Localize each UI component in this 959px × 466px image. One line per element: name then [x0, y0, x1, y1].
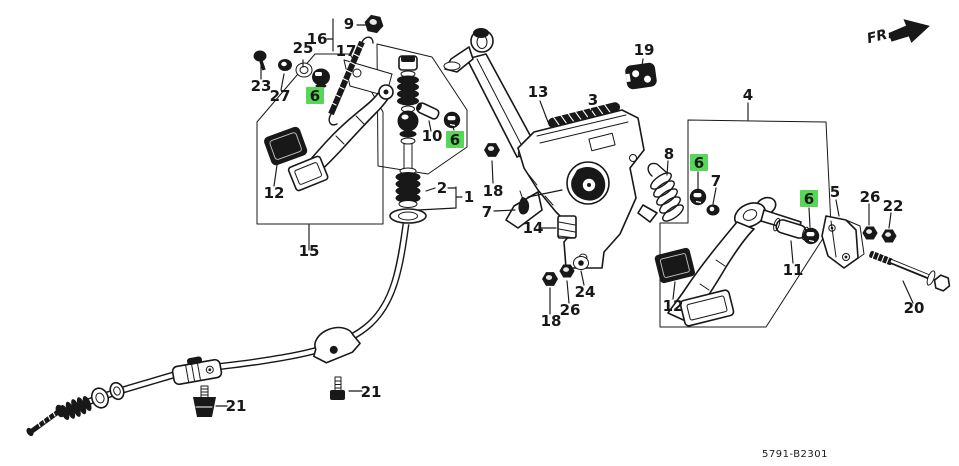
- cable-clamp: [312, 326, 361, 364]
- callout-25: 25: [293, 39, 314, 57]
- callout-18-top: 18: [483, 182, 504, 200]
- washer-7-right: [706, 204, 720, 216]
- nut-26-right: [862, 226, 878, 240]
- callout-13: 13: [528, 83, 549, 101]
- pedal-pad-right: [654, 247, 696, 284]
- leader-lines: [215, 18, 914, 407]
- pedal-pad-left: [264, 126, 308, 166]
- brake-pedal-assembly: [654, 196, 809, 327]
- callout-8: 8: [664, 145, 674, 163]
- callout-12-right: 12: [663, 297, 684, 315]
- pedal-plate-left: [287, 155, 329, 192]
- shift-cable: [26, 223, 410, 437]
- callout-10: 10: [422, 127, 443, 145]
- grooved-rod-3: [547, 102, 621, 128]
- nut-6-c: [689, 188, 707, 206]
- callout-26-mid: 26: [560, 301, 581, 319]
- callout-6-c: 6: [694, 154, 704, 172]
- group-box-15: [256, 53, 384, 225]
- callout-19: 19: [634, 41, 655, 59]
- bolt-23: [253, 50, 267, 71]
- callout-26-right: 26: [860, 188, 881, 206]
- callout-7-right: 7: [711, 172, 721, 190]
- washer-25: [295, 62, 313, 78]
- pedal-bracket-5: [821, 215, 865, 269]
- pin-10: [415, 102, 440, 120]
- lock-nut-9: [362, 13, 386, 35]
- detail-callout-box: [376, 43, 468, 175]
- callout-27: 27: [270, 87, 291, 105]
- fr-label: FR.: [865, 25, 894, 47]
- bolt-20: [869, 251, 951, 292]
- nut-18-bottom: [542, 272, 558, 286]
- nut-6-d: [802, 227, 820, 245]
- cable-ring-a: [90, 387, 110, 409]
- highlight-6-b: [446, 131, 464, 148]
- fr-direction-indicator: FR.: [865, 19, 930, 47]
- highlight-6-d: [800, 190, 818, 207]
- callout-5: 5: [830, 183, 840, 201]
- group-box-4: [659, 119, 832, 328]
- pedal-plate-right: [679, 289, 735, 327]
- cone-valve-7: [518, 190, 530, 215]
- switch-19: [625, 62, 657, 90]
- callout-3: 3: [588, 91, 598, 109]
- callout-labels: 9 16 17 25 23 27 6 12 15 10 6 2 1 18 7 1…: [226, 15, 925, 415]
- callout-6-d: 6: [804, 190, 814, 208]
- nut-6-b: [443, 111, 461, 129]
- shift-rod-detail: [397, 55, 419, 172]
- highlight-6-a: [306, 87, 324, 104]
- callout-17: 17: [336, 42, 357, 60]
- cable-boot-2: [389, 167, 427, 224]
- callout-6-b: 6: [450, 131, 460, 149]
- callout-4: 4: [743, 86, 753, 104]
- callout-21-left: 21: [226, 397, 247, 415]
- nut-18-top: [484, 143, 500, 157]
- nut-22: [881, 229, 897, 243]
- callout-15: 15: [299, 242, 320, 260]
- callout-7-left: 7: [482, 203, 492, 221]
- spring-8: [637, 162, 684, 223]
- washer-27: [278, 59, 292, 71]
- callout-22: 22: [883, 197, 904, 215]
- clip-14: [557, 215, 577, 239]
- rubber-stopper-21: [193, 385, 216, 417]
- callout-23: 23: [251, 77, 272, 95]
- cable-end-boot: [60, 395, 92, 421]
- callout-16: 16: [307, 30, 328, 48]
- fr-arrow-icon: [888, 19, 930, 43]
- highlight-6-c: [690, 154, 708, 171]
- callout-21-right: 21: [361, 383, 382, 401]
- diagram-code: 5791-B2301: [762, 449, 828, 460]
- callout-18-bottom: 18: [541, 312, 562, 330]
- callout-12-left: 12: [264, 184, 285, 202]
- callout-1: 1: [464, 188, 474, 206]
- cable-ring-b: [109, 381, 125, 401]
- callout-20: 20: [904, 299, 925, 317]
- callout-11: 11: [783, 261, 804, 279]
- callout-2: 2: [437, 179, 447, 197]
- callout-24: 24: [575, 283, 596, 301]
- return-spring-17: [328, 36, 374, 126]
- callout-6-a: 6: [310, 87, 320, 105]
- washer-24: [573, 256, 589, 270]
- threaded-rod-end: [26, 409, 60, 437]
- callout-9: 9: [344, 15, 354, 33]
- callout-14: 14: [523, 219, 544, 237]
- bolt-21: [330, 376, 345, 400]
- grommet-6-a: [312, 68, 330, 88]
- cable-joint: [171, 356, 223, 386]
